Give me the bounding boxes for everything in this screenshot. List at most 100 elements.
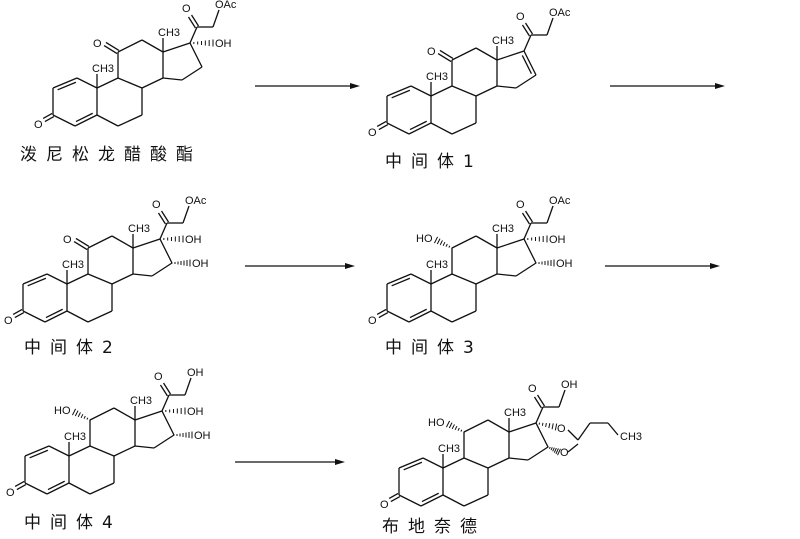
methyl-label: CH3 — [504, 407, 526, 419]
bond — [27, 277, 47, 287]
bond — [388, 492, 399, 499]
bond — [515, 74, 537, 89]
bond — [73, 240, 88, 251]
hashed-bond — [451, 424, 455, 430]
bond — [515, 262, 537, 277]
bond — [132, 238, 161, 249]
oxo-label: O — [427, 46, 436, 58]
bond — [386, 122, 410, 135]
c21-substituent-label: OAc — [549, 195, 571, 207]
bond — [96, 114, 119, 127]
arrow-head-icon — [715, 83, 725, 89]
hashed-bond — [433, 236, 439, 244]
methyl-label: CH3 — [128, 223, 150, 235]
bond — [46, 482, 70, 495]
compound-label-intermediate-1: 中间体1 — [385, 152, 483, 172]
bond — [430, 122, 453, 135]
bond — [430, 85, 453, 97]
oxo-label: O — [528, 383, 537, 395]
hashed-bond — [454, 425, 458, 431]
bond — [463, 419, 489, 433]
oxo-label: O — [380, 499, 389, 511]
bond — [57, 81, 77, 91]
bond — [89, 407, 115, 421]
bond — [496, 50, 525, 61]
bond — [451, 273, 477, 285]
bond — [52, 114, 76, 127]
bond — [105, 41, 120, 52]
hashed-bond — [448, 422, 453, 429]
bond — [103, 44, 118, 55]
bond — [475, 85, 498, 97]
bond — [132, 273, 153, 277]
bond — [409, 120, 427, 131]
hashed-bond — [442, 241, 446, 247]
bond — [134, 410, 163, 421]
bond — [451, 310, 477, 323]
bond — [113, 407, 136, 421]
oxo-label: O — [516, 199, 525, 211]
compound-label-prednisolone-acetate: 泼尼松龙醋酸酯 — [20, 145, 202, 165]
hashed-bond — [71, 408, 77, 416]
bond — [398, 494, 422, 507]
bond — [76, 77, 98, 89]
bond — [187, 16, 197, 29]
bond — [48, 445, 70, 457]
bond — [117, 114, 143, 127]
bond — [463, 457, 489, 469]
reaction-arrow-4 — [605, 263, 720, 269]
bond — [42, 112, 53, 119]
bond — [52, 77, 78, 89]
bond — [521, 55, 533, 74]
bond — [87, 235, 113, 249]
bond — [162, 77, 183, 81]
bond — [527, 446, 549, 461]
bond — [386, 310, 410, 323]
bond — [184, 377, 192, 396]
bond — [111, 235, 134, 249]
bond — [212, 9, 220, 28]
hashed-bond — [77, 412, 81, 418]
hashed-bond — [445, 420, 451, 428]
hashed-bond — [548, 423, 551, 429]
hydroxy-label: OH — [549, 234, 566, 246]
bond — [162, 42, 191, 53]
bond — [75, 112, 93, 123]
bond — [390, 496, 401, 503]
bond — [408, 122, 432, 135]
methyl-label: CH3 — [492, 35, 514, 47]
bond — [496, 273, 517, 277]
methyl-label: CH3 — [92, 63, 114, 75]
bond — [68, 445, 91, 457]
methyl-label: CH3 — [158, 27, 180, 39]
hashed-bond — [83, 415, 86, 419]
hashed-bond — [74, 410, 79, 417]
bond — [46, 273, 68, 285]
bond — [496, 85, 517, 89]
bond — [66, 310, 89, 323]
bond — [68, 482, 91, 495]
bond — [29, 449, 49, 459]
bond — [475, 47, 498, 61]
bond — [376, 120, 387, 127]
bond — [430, 310, 453, 323]
bond — [134, 445, 155, 449]
bond — [524, 22, 534, 35]
bond — [117, 77, 143, 89]
bond — [523, 222, 532, 240]
bond — [409, 308, 427, 319]
bond — [420, 494, 444, 507]
bond — [16, 484, 27, 491]
bond — [66, 273, 89, 285]
bond — [14, 312, 25, 319]
reaction-arrow-2 — [610, 83, 725, 89]
bond — [44, 310, 68, 323]
bond — [523, 34, 532, 52]
bond — [451, 122, 477, 135]
bond — [524, 210, 534, 223]
bond — [451, 235, 477, 249]
